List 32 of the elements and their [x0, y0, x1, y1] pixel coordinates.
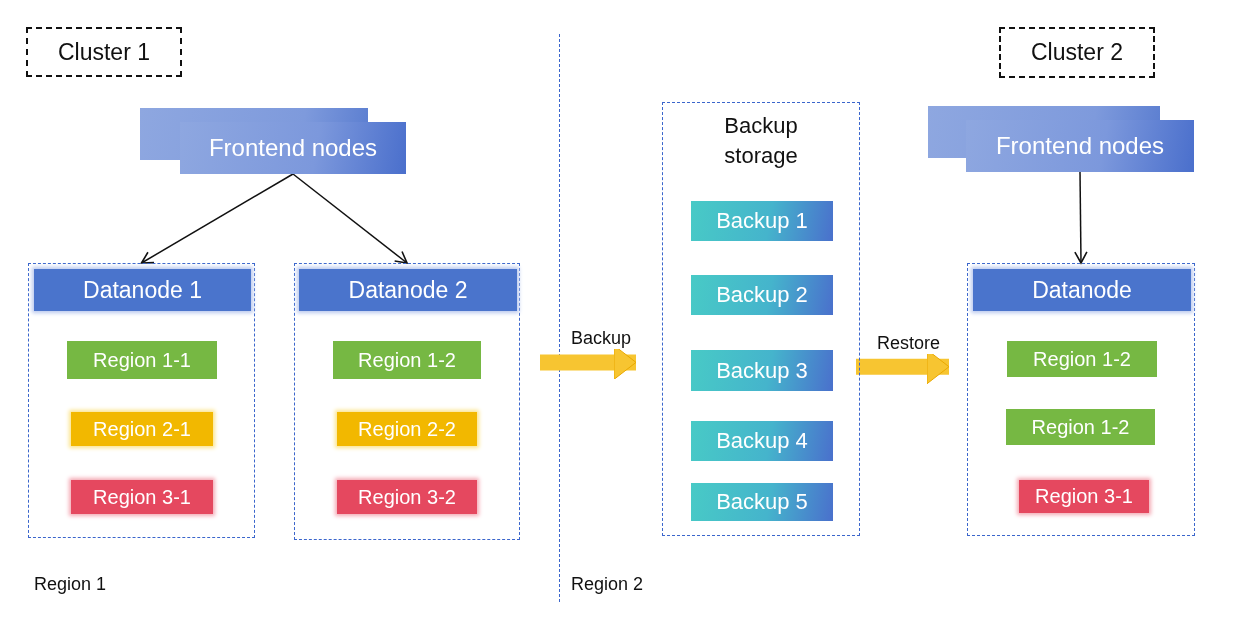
region-tag: Region 2-1: [71, 412, 213, 446]
cluster-label-box: Cluster 1: [26, 27, 182, 77]
datanode-header: Datanode 2: [299, 269, 517, 311]
region-tag: Region 3-1: [1019, 480, 1149, 513]
cluster-label-box: Cluster 2: [999, 27, 1155, 78]
edge-label: Backup: [570, 328, 633, 350]
backup-storage-frame: [662, 102, 860, 536]
region-tag: Region 1-2: [333, 341, 481, 379]
datanode-group-frame: [28, 263, 255, 538]
region-tag: Region 2-2: [337, 412, 477, 446]
backup-tag: Backup 3: [691, 350, 833, 391]
datanode-group-frame: [967, 263, 1195, 536]
arrow: [140, 173, 294, 264]
region-tag: Region 3-1: [71, 480, 213, 514]
arrow: [1074, 171, 1088, 264]
region-tag: Region 3-2: [337, 480, 477, 514]
storage-title: Backup storage: [723, 112, 799, 170]
region-label: Region 1: [34, 574, 107, 595]
region-label: Region 2: [571, 574, 644, 595]
frontend-node-box: Frontend nodes: [966, 120, 1194, 172]
backup-tag: Backup 2: [691, 275, 833, 315]
datanode-header: Datanode 1: [34, 269, 251, 311]
backup-tag: Backup 5: [691, 483, 833, 521]
region-tag: Region 1-2: [1006, 409, 1155, 445]
datanode-group-frame: [294, 263, 520, 540]
frontend-node-box: Frontend nodes: [180, 122, 406, 174]
backup-tag: Backup 4: [691, 421, 833, 461]
region-tag: Region 1-1: [67, 341, 217, 379]
datanode-header: Datanode: [973, 269, 1191, 311]
region-tag: Region 1-2: [1007, 341, 1157, 377]
backup-tag: Backup 1: [691, 201, 833, 241]
arrow: [292, 173, 408, 264]
